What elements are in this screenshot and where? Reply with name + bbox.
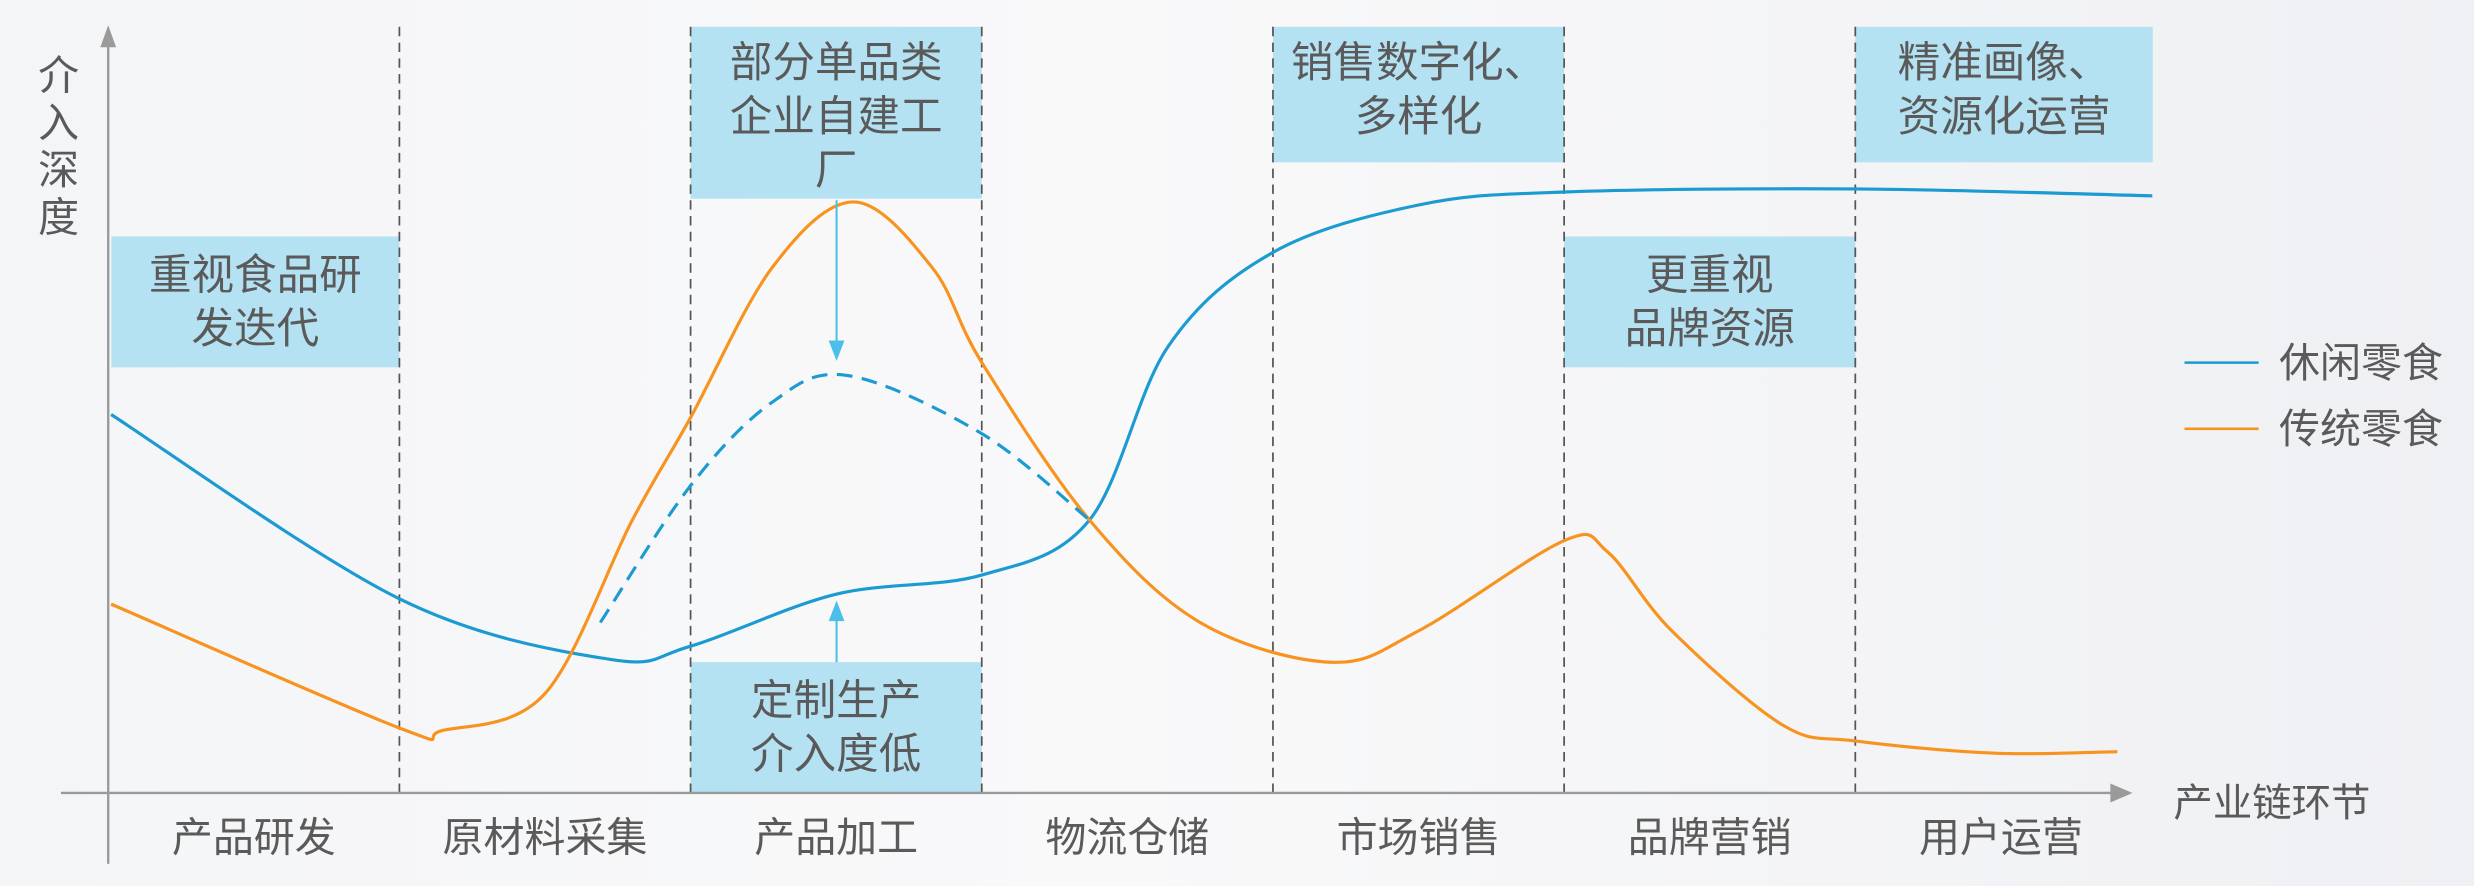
annotation-box-bg <box>1855 26 2153 163</box>
annotation-text: 定制生产 <box>751 676 921 726</box>
x-tick-label: 物流仓储 <box>1045 813 1209 861</box>
annotation-text: 企业自建工 <box>730 92 943 142</box>
series-line-2 <box>598 372 1091 624</box>
annotation-text: 品牌资源 <box>1625 304 1795 354</box>
y-axis-arrow-icon <box>100 25 117 48</box>
x-tick-label: 产品加工 <box>754 813 918 861</box>
annotation-text: 资源化运营 <box>1898 92 2111 142</box>
annotation-text: 发迭代 <box>192 304 320 354</box>
legend-label: 休闲零食 <box>2279 339 2443 387</box>
x-tick-label: 产品研发 <box>172 813 336 861</box>
annotation-box-bg <box>1564 236 1856 368</box>
annotation-text: 重视食品研 <box>149 250 362 300</box>
x-axis-title: 产业链环节 <box>2173 781 2370 827</box>
annotation-text: 精准画像、 <box>1898 38 2111 88</box>
legend-label: 传统零食 <box>2279 405 2443 453</box>
annotation-text: 部分单品类 <box>730 38 943 88</box>
arrow-down-icon <box>828 340 845 362</box>
y-axis-title: 介入深度 <box>31 54 79 243</box>
annotation-text: 销售数字化、 <box>1291 38 1546 88</box>
x-axis-arrow-icon <box>2110 783 2133 803</box>
x-tick-label: 用户运营 <box>1919 813 2083 861</box>
annotation-text: 厂 <box>815 145 858 195</box>
annotation-text: 更重视 <box>1646 250 1774 300</box>
series-line-0 <box>110 187 2153 664</box>
annotation-box-bg <box>1272 26 1565 163</box>
annotation-box: 精准画像、资源化运营 <box>1855 26 2153 163</box>
annotation-text: 多样化 <box>1355 92 1483 142</box>
annotation-box-bg <box>690 26 982 199</box>
x-tick-label: 原材料采集 <box>443 813 648 861</box>
annotation-text: 介入度低 <box>751 730 921 780</box>
annotation-box-bg <box>111 236 400 368</box>
x-tick-label: 品牌营销 <box>1628 813 1792 861</box>
series-line-1 <box>110 200 2118 756</box>
arrow-up-icon <box>828 600 845 622</box>
annotation-box-bg <box>690 662 982 793</box>
annotation-box: 销售数字化、多样化 <box>1272 26 1565 163</box>
x-tick-label: 市场销售 <box>1337 813 1501 861</box>
